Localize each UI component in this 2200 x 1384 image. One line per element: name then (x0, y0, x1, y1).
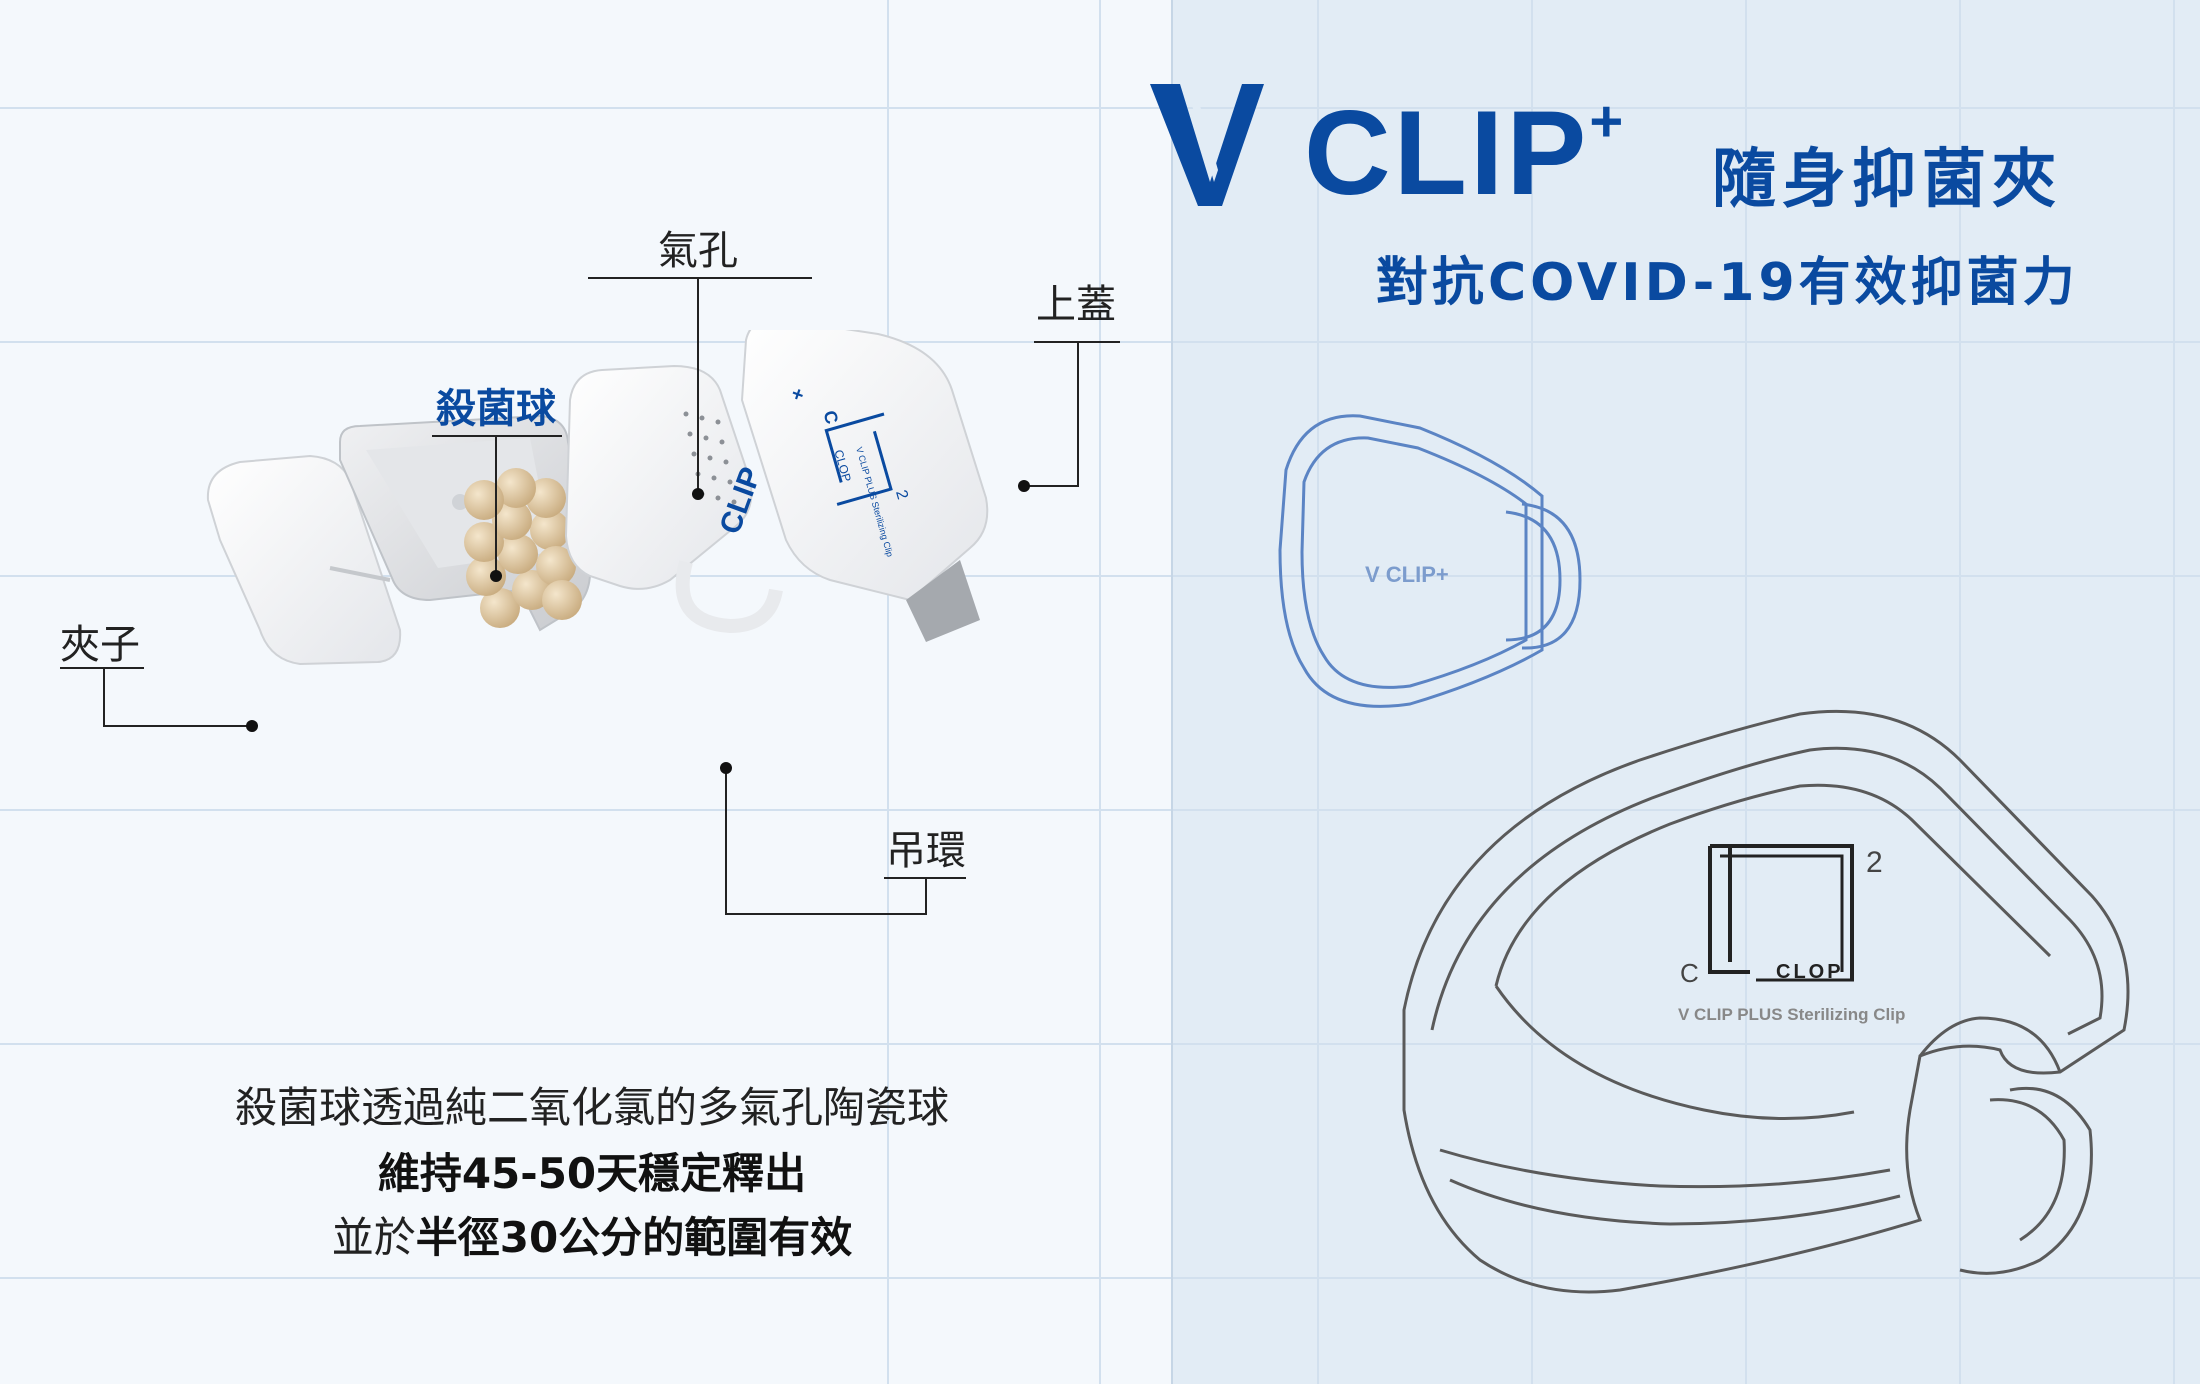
description-line-3: 並於半徑30公分的範圍有效 (212, 1204, 972, 1265)
brand-product-name: 隨身抑菌夾 (1712, 143, 2062, 217)
body-with-air-holes (564, 364, 783, 634)
callout-lines (60, 277, 1120, 915)
outline-logo-text: V CLIP+ (1365, 562, 1449, 587)
brand-tagline: 對抗COVID-19有效抑菌力 (1376, 253, 2079, 313)
label-sterilizing-ball: 殺菌球 (436, 386, 556, 432)
brand-superscript: + (1589, 89, 1624, 154)
label-clip: 夾子 (60, 622, 140, 668)
description-line-3-prefix: 並於 (331, 1213, 416, 1262)
brand-name: CLIP+ (1304, 84, 1623, 222)
drawing-subtitle: V CLIP PLUS Sterilizing Clip (1678, 1005, 1905, 1024)
top-cover (740, 330, 989, 642)
drawing-clop-logo: C CLOP 2 V CLIP PLUS Sterilizing Clip (1678, 844, 1905, 1024)
outline-small-clip: V CLIP+ (1278, 414, 1582, 708)
drawing-clop-word: CLOP (1776, 961, 1844, 983)
description-line-1: 殺菌球透過純二氧化氯的多氣孔陶瓷球 (234, 1083, 949, 1132)
description-line-2: 維持45-50天穩定釋出 (377, 1149, 807, 1198)
label-air-hole: 氣孔 (658, 228, 738, 274)
product-exploded-view: CLIP + C CLOP 2 V CLIP PLUS Sterilizing … (206, 330, 989, 666)
product-clop-c: C (819, 408, 842, 426)
label-hanging-ring: 吊環 (886, 828, 966, 874)
brand-v-logo (1150, 84, 1264, 206)
sterilizing-balls (464, 468, 582, 628)
drawing-clop-c: C (1680, 958, 1699, 988)
description-line-3-bold: 半徑30公分的範圍有效 (415, 1213, 853, 1262)
outline-large-clip: C CLOP 2 V CLIP PLUS Sterilizing Clip (1402, 709, 2130, 1294)
drawing-clop-sup: 2 (1866, 846, 1883, 879)
brand-word: CLIP (1304, 86, 1590, 220)
clip-plate (206, 454, 402, 666)
label-top-cover: 上蓋 (1036, 282, 1116, 328)
